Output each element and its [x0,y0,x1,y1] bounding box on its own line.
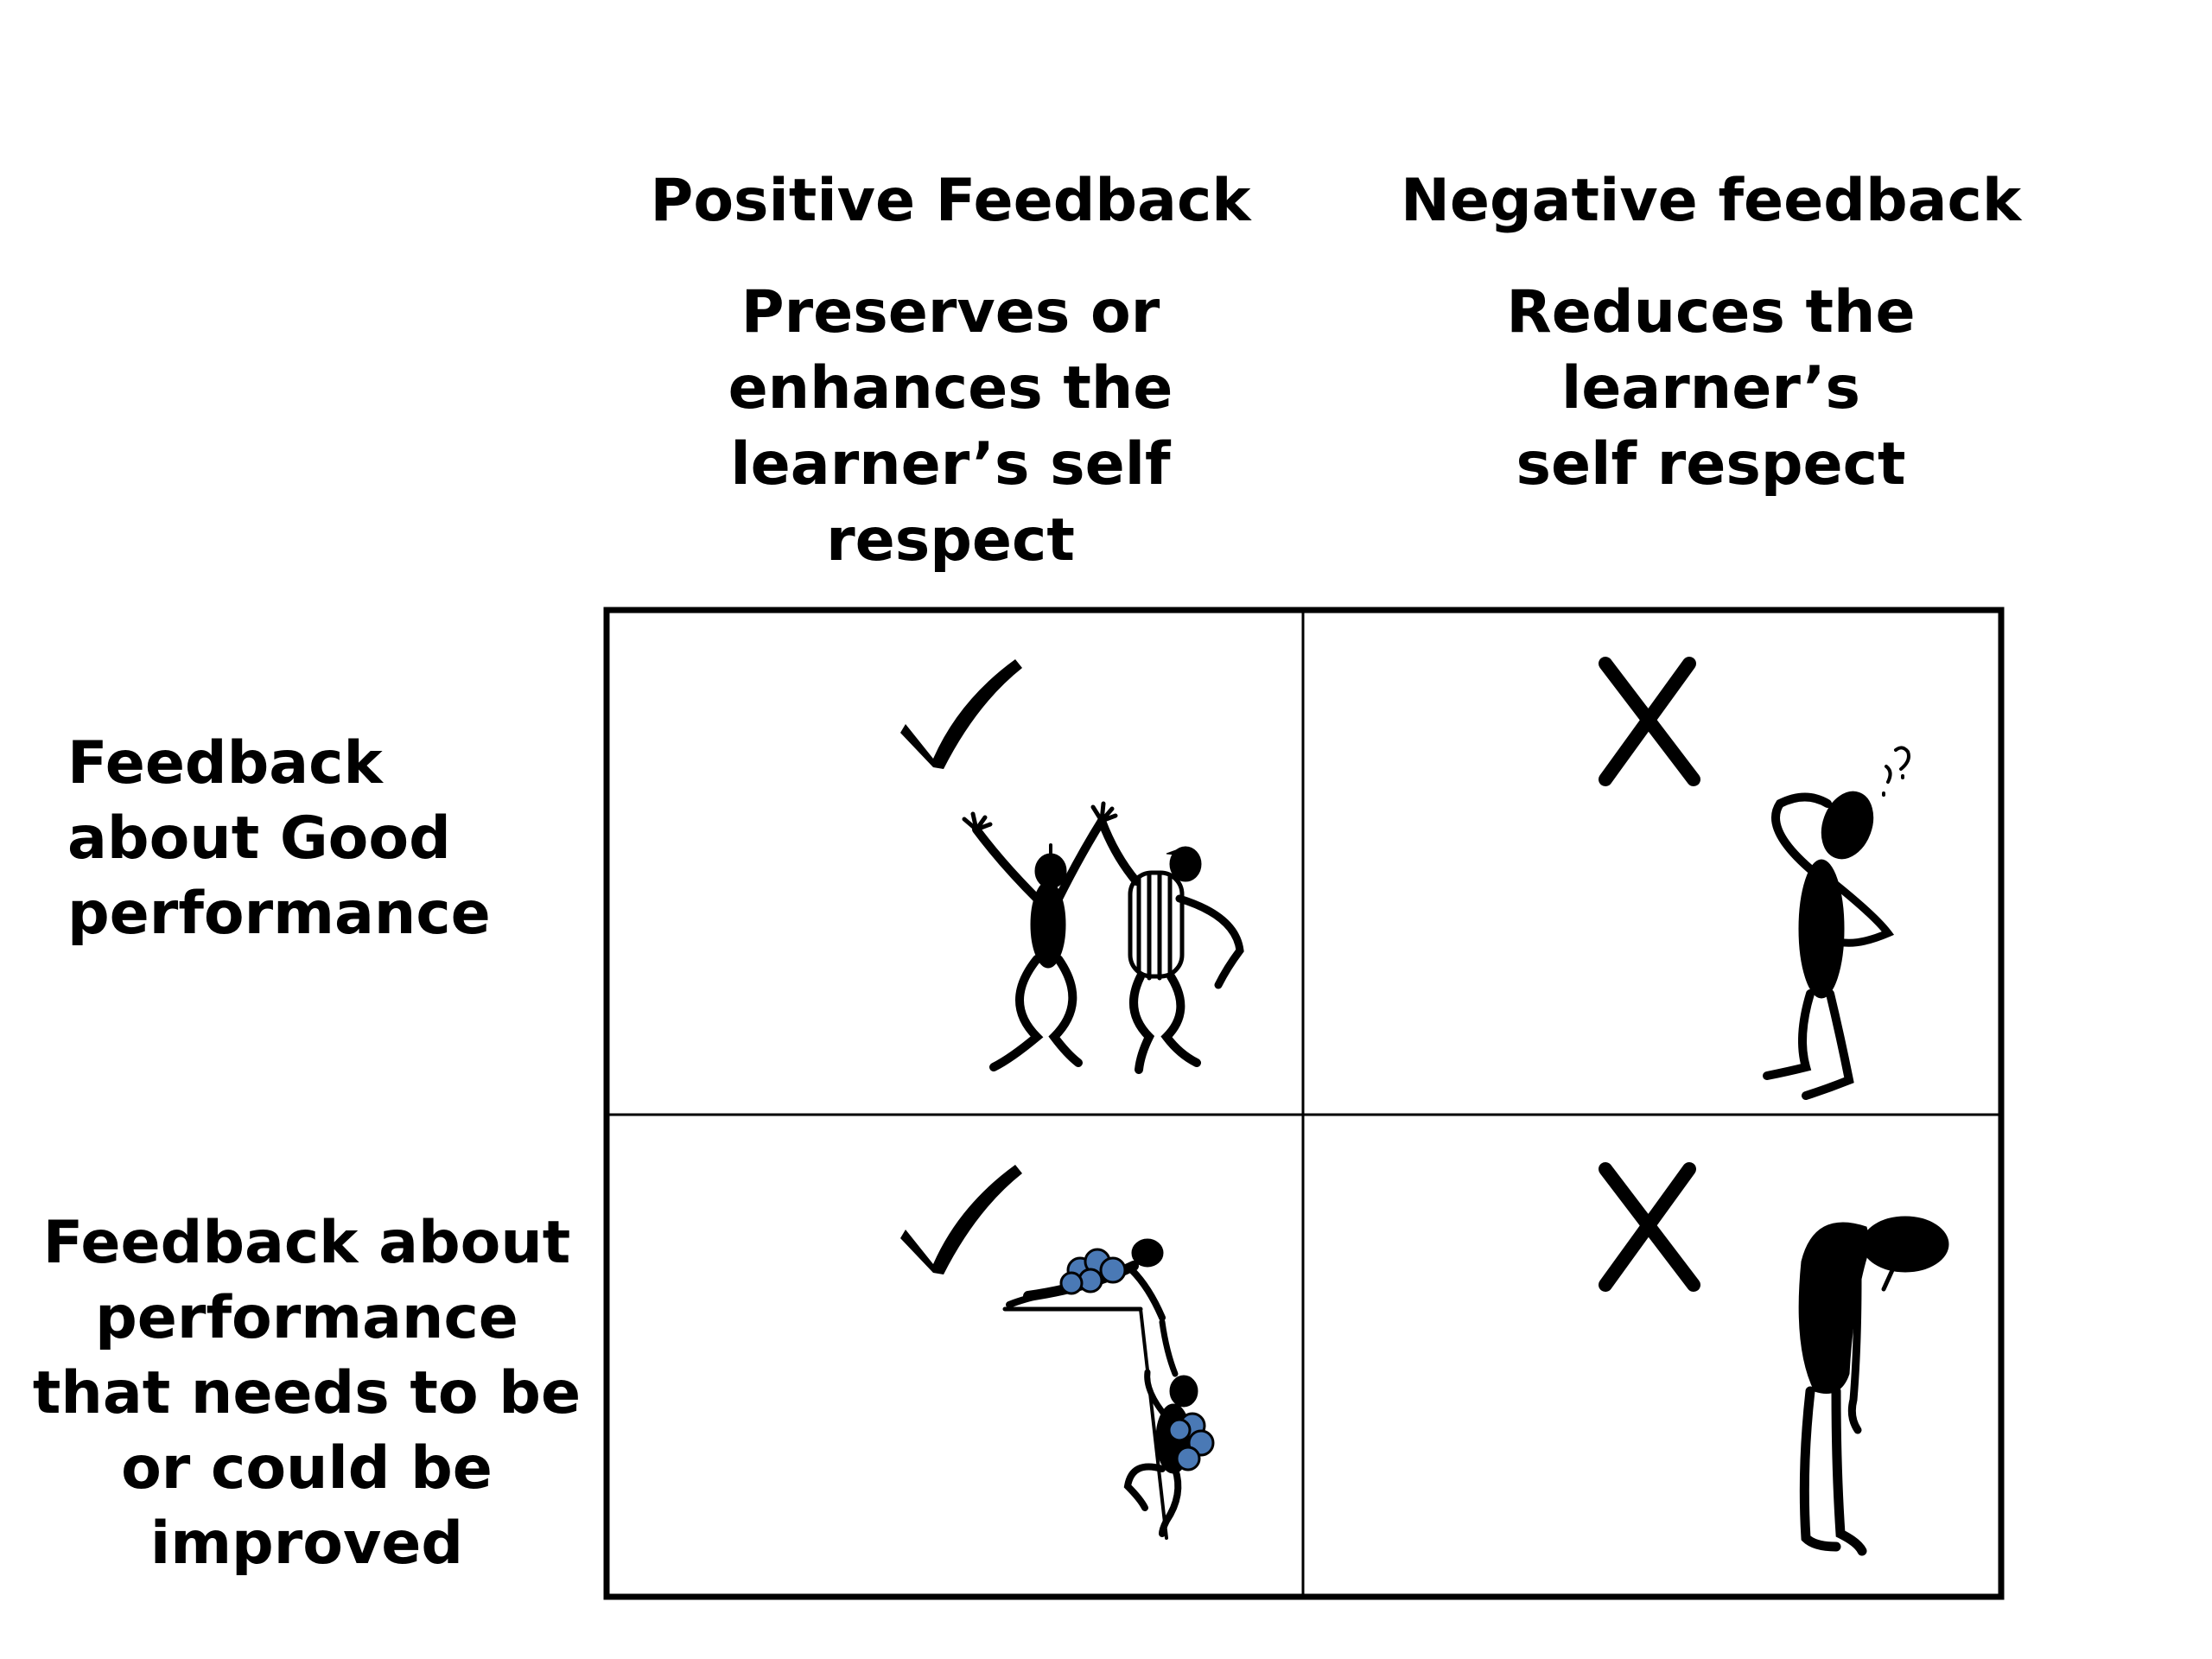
column-subtitle-positive: Preserves or enhances the learner’s self… [728,278,1173,575]
column-header-positive: Positive Feedback [650,167,1251,235]
check-icon [900,1165,1022,1274]
x-icon [1599,1162,1700,1292]
x-icon [1599,657,1700,786]
check-icon [900,659,1022,769]
confused-figure-illustration [1763,746,1910,1100]
row-label-good: Feedback about Good performance [67,729,491,948]
row-label-improve: Feedback about performance that needs to… [32,1209,582,1578]
celebrating-figures-illustration [962,801,1244,1074]
helping-climber-figures-illustration [1002,1238,1215,1540]
column-subtitle-negative: Reduces the learner’s self respect [1506,278,1916,499]
dejected-figure-illustration [1798,1216,1949,1556]
column-header-negative: Negative feedback [1400,167,2022,235]
